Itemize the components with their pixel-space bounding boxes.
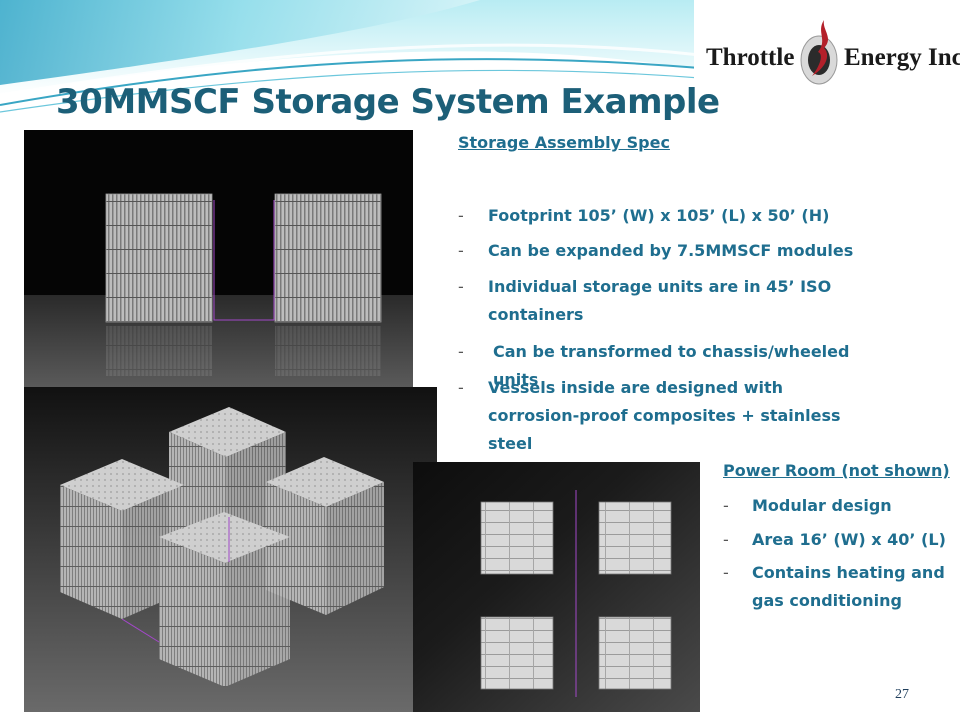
logo-emblem-icon <box>800 20 838 85</box>
bullet-text: Vessels inside are designed with corrosi… <box>488 378 841 453</box>
bullet-text: Modular design <box>752 496 892 515</box>
bullet-dash: - <box>458 206 464 225</box>
bullet-dash: - <box>723 496 729 515</box>
storage-spec-heading: Storage Assembly Spec <box>458 133 670 152</box>
bullet-text: Individual storage units are in 45’ ISO … <box>488 277 832 324</box>
page-number: 27 <box>895 687 909 702</box>
isometric-view-render <box>24 387 437 712</box>
bullet-dash: - <box>723 563 729 582</box>
front-view-render <box>24 130 413 387</box>
logo-text-left: Throttle <box>706 44 795 71</box>
slide-title: 30MMSCF Storage System Example <box>56 82 720 122</box>
bullet-dash: - <box>723 530 729 549</box>
header-swoosh <box>0 0 700 120</box>
company-logo: Throttle Energy Inc. <box>694 0 960 120</box>
bullet-text: Contains heating and gas conditioning <box>752 563 945 610</box>
bullet-dash: - <box>458 241 464 260</box>
power-room-heading: Power Room (not shown) <box>723 461 950 480</box>
bullet-dash: - <box>458 378 464 397</box>
bullet-text: Footprint 105’ (W) x 105’ (L) x 50’ (H) <box>488 206 830 225</box>
bullet-dash: - <box>458 342 464 361</box>
bullet-dash: - <box>458 277 464 296</box>
logo-text-right: Energy Inc. <box>844 44 960 71</box>
bullet-text: Can be transformed to chassis/wheeled un… <box>493 342 850 389</box>
top-view-render <box>413 462 700 712</box>
bullet-text: Area 16’ (W) x 40’ (L) <box>752 530 946 549</box>
bullet-text: Can be expanded by 7.5MMSCF modules <box>488 241 854 260</box>
